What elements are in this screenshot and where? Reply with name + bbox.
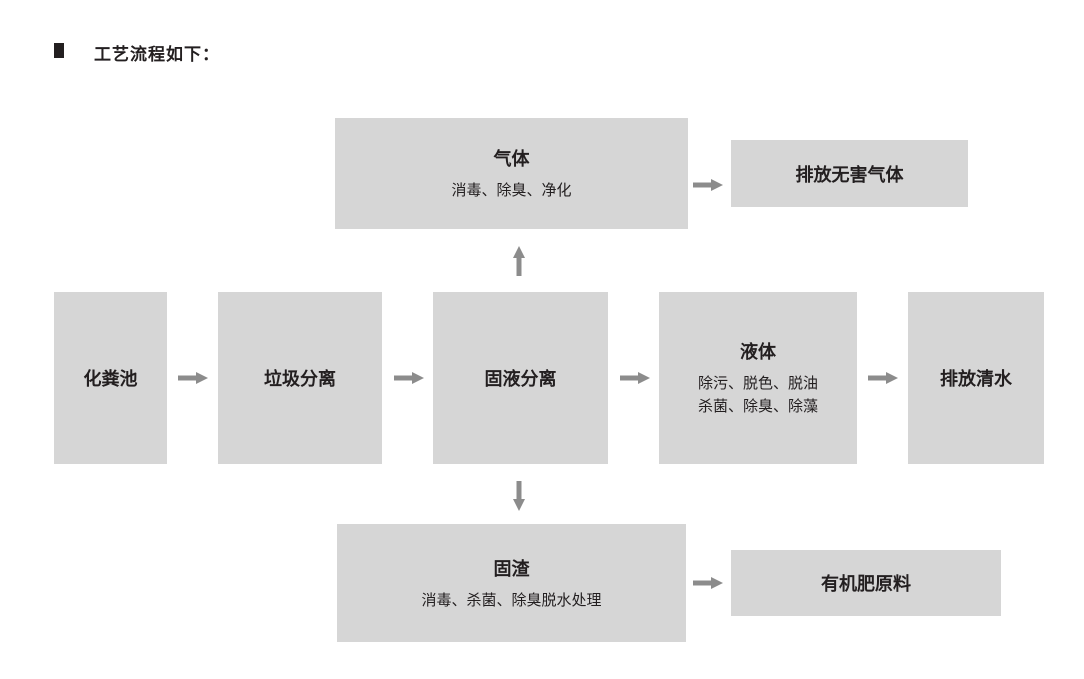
node-desc-line: 除污、脱色、脱油 [697,374,818,392]
node-title: 固液分离 [484,369,557,390]
node-septic: 化粪池 [54,292,167,464]
node-solid-liquid: 固液分离 [433,292,608,464]
node-garbage: 垃圾分离 [218,292,382,464]
node-desc: 除污、脱色、脱油杀菌、除臭、除藻 [698,372,818,418]
node-gas: 气体 消毒、除臭、净化 [335,118,688,229]
node-title: 有机肥原料 [821,574,911,595]
arrow-right-icon [693,577,723,589]
arrow-right-icon [178,372,208,384]
node-water-out: 排放清水 [908,292,1044,464]
arrow-right-icon [693,179,723,191]
node-title: 液体 [740,342,776,363]
node-title: 气体 [493,149,530,170]
node-fertilizer: 有机肥原料 [731,550,1001,616]
node-title: 排放无害气体 [795,164,904,186]
node-desc: 消毒、除臭、净化 [451,181,572,199]
node-liquid: 液体 除污、脱色、脱油杀菌、除臭、除藻 [659,292,857,464]
arrow-down-icon [513,481,525,511]
node-title: 垃圾分离 [264,369,336,390]
node-title: 排放清水 [940,369,1012,390]
arrow-up-icon [513,246,525,276]
node-title: 化粪池 [83,369,138,390]
node-desc-line: 杀菌、除臭、除藻 [697,397,818,415]
page-title: 工艺流程如下： [94,45,220,65]
node-title: 固渣 [493,558,530,580]
node-residue: 固渣 消毒、杀菌、除臭脱水处理 [337,524,686,642]
node-desc: 消毒、杀菌、除臭脱水处理 [421,590,602,609]
arrow-right-icon [868,372,898,384]
header-bullet-icon [54,43,64,58]
arrow-right-icon [620,372,650,384]
arrow-right-icon [394,372,424,384]
node-gas-out: 排放无害气体 [731,140,968,207]
